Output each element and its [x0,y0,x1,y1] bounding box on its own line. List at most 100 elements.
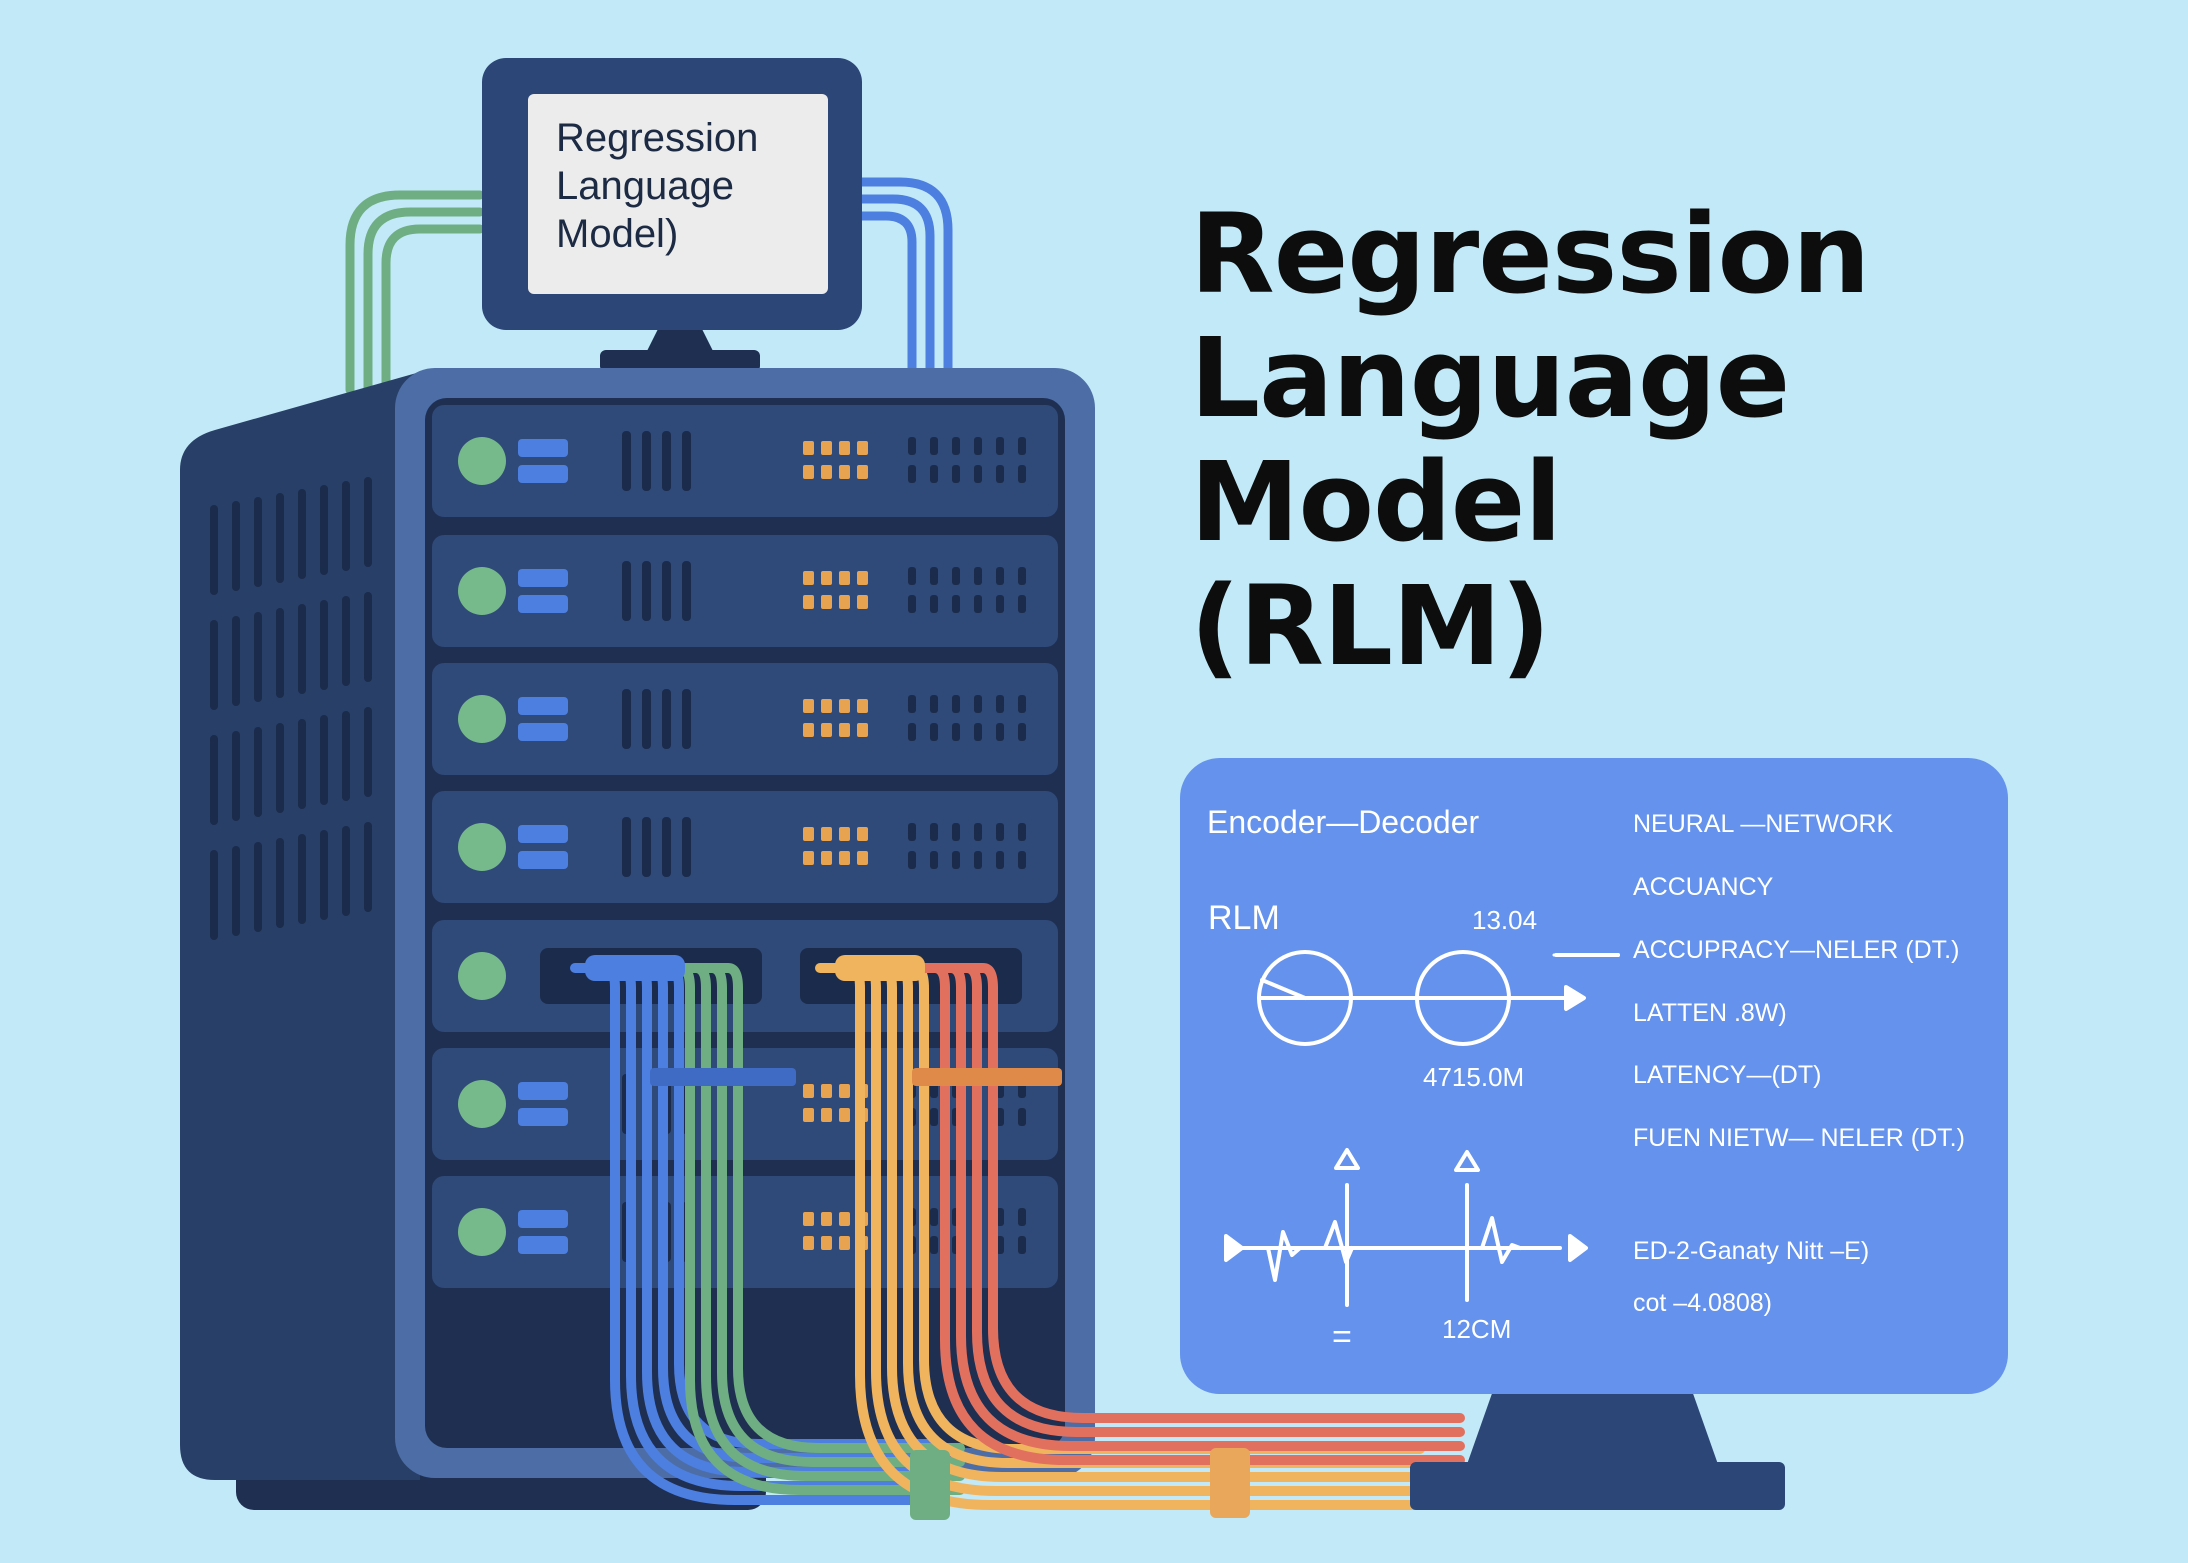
grille-slot [642,817,651,877]
vent-slot [210,505,218,595]
panel-right-line: LATENCY—(DT) [1633,1061,1822,1089]
indicator-bar [518,697,568,715]
orange-led [803,1212,814,1226]
orange-led [803,465,814,479]
vent-slot [232,731,240,821]
indicator-bar [518,723,568,741]
top-cables [345,177,953,395]
grille-slot [662,431,671,491]
vent-slot [342,826,350,916]
port-slot [1018,437,1026,455]
orange-led [857,851,868,865]
cable-tie [910,1450,950,1520]
vent-slot [298,604,306,694]
orange-led [821,1212,832,1226]
orange-led [803,851,814,865]
vent-slot [320,600,328,690]
status-led [458,823,506,871]
cable-tie [1210,1448,1250,1518]
port-slot [930,1108,938,1126]
orange-led [803,1108,814,1122]
port-slot [974,595,982,613]
port-slot [908,595,916,613]
side-vents [210,477,372,940]
indicator-bar [518,595,568,613]
port-slot [930,695,938,713]
port-slot [1018,823,1026,841]
orange-led [803,723,814,737]
port-slot [996,567,1004,585]
orange-led [857,595,868,609]
cable-tie [650,1068,796,1086]
orange-led [803,441,814,455]
indicator-bar [518,1236,568,1254]
port-slot [974,695,982,713]
orange-led [803,1084,814,1098]
panel-value-bottom: 12CM [1442,1314,1512,1344]
vent-slot [210,620,218,710]
title-line: Regression [1190,190,1870,318]
vent-slot [364,707,372,797]
port-slot [974,437,982,455]
port-slot [1018,723,1026,741]
port-slot [908,851,916,869]
orange-led [821,723,832,737]
indicator-bar [518,825,568,843]
orange-led [839,441,850,455]
orange-led [839,1084,850,1098]
port-slot [996,595,1004,613]
vent-slot [276,608,284,698]
port-slot [930,595,938,613]
grille-slot [662,817,671,877]
port-slot [930,437,938,455]
vent-slot [342,596,350,686]
vent-slot [210,735,218,825]
vent-slot [276,493,284,583]
orange-led [857,699,868,713]
grille-slot [622,689,631,749]
orange-led [821,1236,832,1250]
grille-slot [682,561,691,621]
grille-slot [642,689,651,749]
port-slot [908,723,916,741]
status-led [458,952,506,1000]
status-led [458,567,506,615]
orange-led [821,827,832,841]
orange-led [839,465,850,479]
top-monitor-line: Language [556,164,734,208]
panel-rlm-label: RLM [1208,899,1280,937]
port-slot [996,851,1004,869]
orange-led [857,723,868,737]
grille-slot [622,817,631,877]
orange-led [839,851,850,865]
grille-slot [642,561,651,621]
cable-clamp [585,955,685,981]
port-slot [952,695,960,713]
grille-slot [622,431,631,491]
orange-led [857,571,868,585]
orange-led [839,1108,850,1122]
cable-clamp [835,955,925,981]
port-slot [908,567,916,585]
orange-led [839,571,850,585]
port-slot [1018,1236,1026,1254]
port-slot [974,465,982,483]
port-slot [996,465,1004,483]
orange-led [839,1236,850,1250]
port-slot [974,851,982,869]
vent-slot [342,481,350,571]
orange-led [821,465,832,479]
grille-slot [662,561,671,621]
rack-unit-face [440,1182,1050,1280]
panel-equals: = [1332,1318,1352,1356]
vent-slot [298,719,306,809]
grille-slot [682,431,691,491]
rack-unit-face [440,411,1050,509]
port-slot [1018,1208,1026,1226]
port-slot [952,851,960,869]
indicator-bar [518,439,568,457]
panel-stand [1410,1385,1785,1510]
orange-led [803,827,814,841]
cable-strand [948,963,1465,1423]
